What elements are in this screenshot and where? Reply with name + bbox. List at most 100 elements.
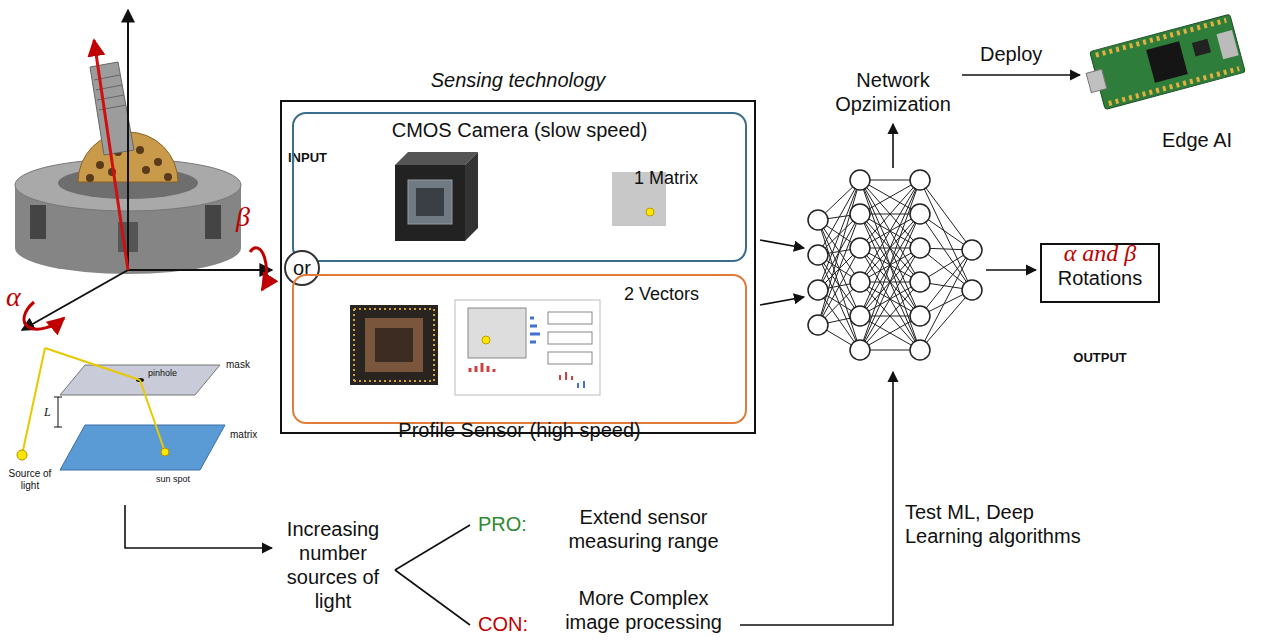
profile-sensor-picture — [560, 372, 572, 380]
neural-network — [910, 306, 930, 326]
device-name: Edge AI — [1162, 128, 1232, 152]
step-label: Increasing number sources of light — [278, 517, 388, 613]
panel-tag: INPUT — [288, 150, 760, 166]
joint-illustration — [94, 40, 128, 270]
input-panel: Sensing technologyINPUTCMOS Camera (slow… — [280, 100, 756, 434]
con-text: More Complex image processing — [556, 586, 731, 634]
flow-arrows — [395, 570, 470, 625]
step-label: Deploy — [980, 42, 1042, 66]
neural-network — [860, 180, 920, 282]
cmos-camera-picture — [395, 152, 478, 241]
step-label: Test ML, Deep Learning algorithms — [905, 500, 1100, 548]
cmos-camera-picture — [416, 188, 444, 216]
step-label: Network Opzimization — [828, 68, 958, 116]
angle-symbols: α and β — [1064, 241, 1137, 266]
profile-sensor-picture — [530, 318, 540, 342]
part-name: matrix — [230, 429, 257, 441]
pinhole-diagram — [54, 397, 62, 398]
joint-illustration — [96, 161, 104, 169]
joint-illustration — [154, 158, 162, 166]
or-circle: or — [284, 250, 320, 286]
output-format: 2 Vectors — [624, 284, 1075, 306]
pinhole-diagram — [140, 380, 165, 452]
neural-network — [850, 238, 870, 258]
pinhole-diagram — [58, 397, 59, 427]
pinhole-diagram — [54, 427, 62, 428]
neural-network — [850, 306, 870, 326]
neural-network — [860, 180, 920, 350]
neural-network — [860, 248, 920, 350]
flow-arrows — [125, 505, 272, 548]
output-tag: OUTPUT — [1073, 350, 1126, 366]
pinhole-diagram — [45, 348, 140, 380]
panel-title: Sensing technology — [282, 68, 754, 92]
flow-arrows — [962, 74, 1080, 76]
cmos-camera-picture — [408, 180, 452, 224]
profile-sensor-picture — [455, 300, 600, 395]
neural-network — [808, 315, 828, 335]
profile-sensor-picture — [482, 336, 490, 344]
neural-network — [850, 204, 870, 224]
neural-network — [920, 180, 972, 290]
neural-network — [808, 280, 828, 300]
pinhole-diagram — [60, 425, 225, 470]
neural-network — [850, 272, 870, 292]
profile-sensor-picture — [470, 363, 494, 372]
edge-ai-board — [1192, 39, 1211, 57]
neural-network — [850, 170, 870, 190]
joint-illustration — [250, 248, 266, 290]
pro-tag: PRO: — [478, 512, 527, 536]
flow-arrows — [760, 297, 804, 305]
joint-illustration — [128, 269, 272, 271]
profile-sensor-picture — [548, 312, 592, 324]
joint-illustration — [15, 10, 272, 330]
neural-network — [962, 240, 982, 260]
part-name: sun spot — [156, 474, 190, 485]
flow-arrows — [892, 124, 894, 168]
neural-network — [860, 180, 920, 282]
edge-ai-board — [1146, 41, 1188, 83]
profile-sensor-picture — [375, 328, 413, 362]
pinhole-diagram — [22, 348, 45, 455]
joint-illustration — [24, 302, 64, 329]
neural-network — [850, 340, 870, 360]
neural-network — [910, 170, 930, 190]
edge-ai-board — [1081, 14, 1245, 112]
joint-illustration — [136, 146, 144, 154]
joint-illustration — [30, 205, 46, 239]
pro-text: Extend sensor measuring range — [556, 505, 731, 553]
output-box: α and βRotationsOUTPUT — [1040, 243, 1160, 303]
profile-sensor-picture — [548, 352, 592, 364]
flow-arrows — [740, 372, 893, 625]
neural-network — [962, 280, 982, 300]
con-tag: CON: — [478, 612, 528, 636]
neural-network — [910, 204, 930, 224]
rotation-symbol: α — [6, 280, 21, 314]
neural-network — [860, 248, 920, 350]
profile-sensor-picture — [350, 305, 438, 385]
flow-arrows — [986, 269, 1036, 271]
part-name: mask — [226, 359, 250, 371]
part-name: pinhole — [148, 368, 177, 379]
joint-illustration — [22, 270, 128, 330]
rotation-symbol: β — [236, 200, 250, 234]
neural-network — [860, 180, 920, 350]
profile-sensor-picture — [548, 332, 592, 344]
joint-illustration — [142, 166, 150, 174]
neural-network — [808, 210, 828, 230]
flow-arrows — [760, 240, 804, 248]
output-name: Rotations — [1058, 266, 1143, 290]
edge-ai-board — [1096, 20, 1239, 103]
cmos-camera-picture — [395, 152, 478, 165]
profile-sensor-picture — [468, 308, 526, 358]
edge-ai-board — [1086, 69, 1107, 92]
pinhole-diagram — [161, 448, 169, 456]
joint-illustration — [127, 10, 129, 270]
pinhole-diagram — [17, 450, 27, 460]
neural-network — [808, 245, 828, 265]
profile-sensor-box: 2 VectorsProfile Sensor (high speed) — [292, 274, 747, 424]
neural-network — [910, 238, 930, 258]
joint-illustration — [86, 174, 94, 182]
pinhole-diagram — [17, 348, 225, 470]
